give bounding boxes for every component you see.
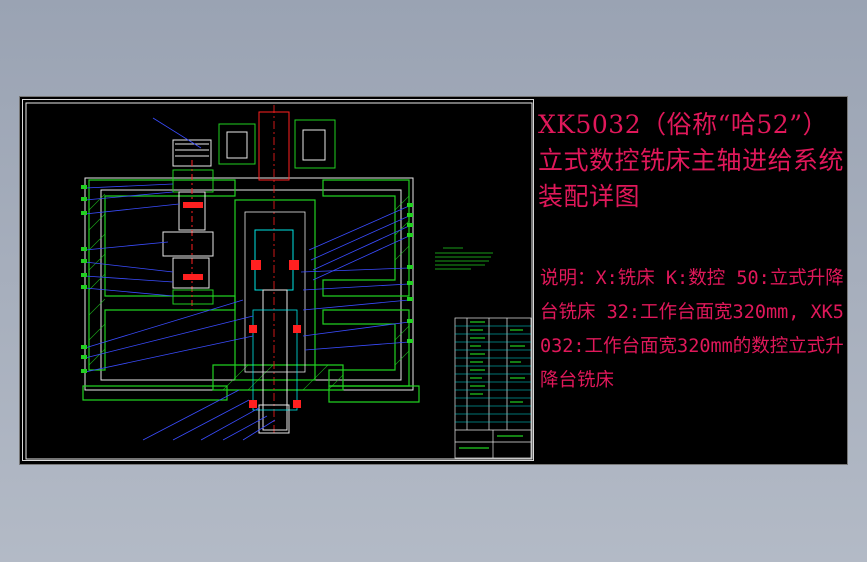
drawing-title: XK5032（俗称“哈52”）立式数控铣床主轴进给系统装配详图 [538, 110, 845, 211]
pulleys [172, 119, 336, 169]
technical-notes [435, 247, 493, 270]
parts-list [454, 317, 532, 459]
drawing-border [25, 102, 533, 460]
model-description: 说明：X:铣床 K:数控 50:立式升降台铣床 32:工作台面宽320mm, X… [540, 268, 844, 391]
spindle-column [234, 105, 316, 435]
leader-markers [81, 185, 413, 373]
leader-lines [84, 117, 410, 441]
drawing-panel: XK5032（俗称“哈52”）立式数控铣床主轴进给系统装配详图 说明：X:铣床 … [20, 97, 847, 464]
assembly-drawing [25, 102, 533, 460]
parts-list-rows [455, 325, 531, 423]
cad-drawing-frame [22, 99, 534, 461]
parts-list-text [459, 321, 525, 449]
green-castings [82, 179, 420, 403]
ball-screw [162, 160, 214, 310]
housing [84, 177, 414, 391]
